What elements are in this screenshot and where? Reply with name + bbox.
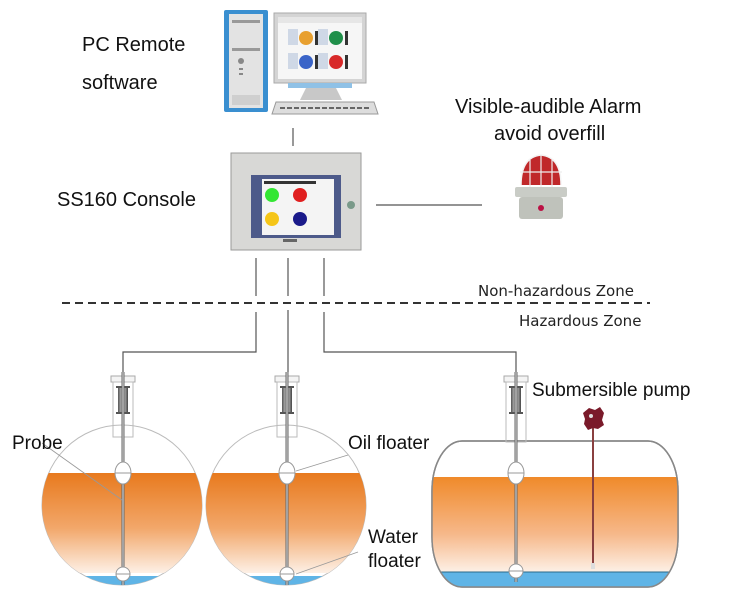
pc-tank-panel — [318, 53, 328, 69]
leader-lines — [41, 442, 359, 575]
pc-remote-label: PC Remote — [82, 34, 186, 56]
pc-tank-panel — [288, 29, 298, 45]
alarm-label-line2: avoid overfill — [494, 123, 606, 145]
submersible-pump-icon — [583, 407, 604, 569]
oil-floater-label: Oil floater — [348, 433, 430, 454]
pc-tank-gauge — [299, 55, 313, 69]
ss160-console-icon — [230, 152, 362, 251]
console-label: SS160 Console — [57, 189, 196, 211]
pc-computer-icon — [224, 10, 379, 115]
pc-tank-indicator — [345, 31, 348, 45]
pc-tank-gauge — [329, 31, 343, 45]
magnetostrictive-probe — [110, 372, 136, 585]
hazardous-zone-label: Hazardous Zone — [519, 312, 642, 330]
pc-screen-tanks — [288, 29, 348, 69]
water-floater-label: Water — [368, 527, 418, 548]
magnetostrictive-probe — [503, 372, 529, 582]
console-tank-gauge — [293, 188, 307, 202]
tank-1 — [41, 424, 203, 586]
console-tank-gauge — [265, 188, 279, 202]
tank-3 — [431, 440, 679, 588]
console-tank-gauge — [293, 212, 307, 226]
tank-2 — [205, 424, 367, 586]
console-tank-gauge — [265, 212, 279, 226]
pc-tank-indicator — [315, 31, 318, 45]
probe-cables — [122, 258, 517, 372]
alarm-beacon-icon — [515, 154, 567, 219]
pc-tank-panel — [318, 29, 328, 45]
water-floater-label-line2: floater — [368, 551, 421, 572]
alarm-label: Visible-audible Alarm — [455, 96, 642, 118]
probe-label: Probe — [12, 433, 63, 454]
pc-tank-indicator — [345, 55, 348, 69]
pc-tank-gauge — [329, 55, 343, 69]
pc-tank-gauge — [299, 31, 313, 45]
magnetostrictive-probe — [274, 372, 300, 585]
console-screen-tanks — [265, 188, 307, 226]
pc-remote-label-line2: software — [82, 72, 158, 94]
pc-tank-panel — [288, 53, 298, 69]
non-hazardous-zone-label: Non-hazardous Zone — [478, 282, 634, 300]
pc-tank-indicator — [315, 55, 318, 69]
submersible-pump-label: Submersible pump — [532, 380, 691, 401]
